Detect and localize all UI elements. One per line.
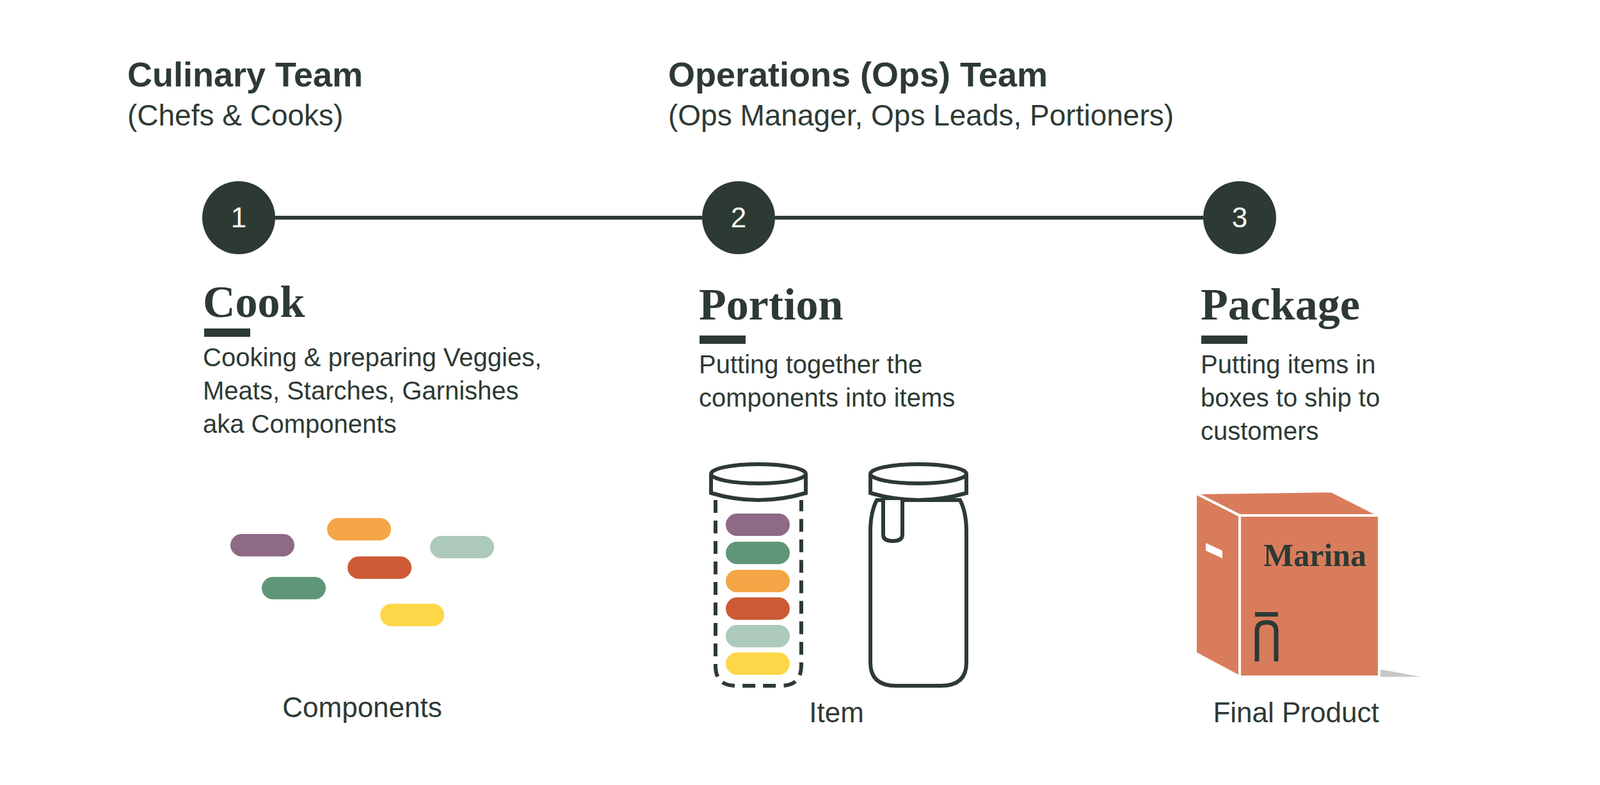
team-heading: Operations (Ops) Team: [668, 53, 1048, 96]
closed-jar: [870, 464, 967, 686]
step-number: 2: [730, 203, 747, 232]
illustration-caption: Item: [808, 695, 864, 730]
step-circle: 1: [202, 181, 276, 255]
illustration-caption: Final Product: [1212, 695, 1379, 730]
step-heading: Package: [1200, 282, 1360, 328]
timeline-connector: [775, 215, 1204, 220]
component-pills: [230, 517, 495, 626]
heading-bar: [1201, 335, 1248, 344]
jar-layers: [725, 513, 790, 675]
team-members: (Chefs & Cooks): [127, 97, 344, 134]
box-brand: Marina: [1263, 538, 1367, 571]
step-heading: Cook: [202, 279, 305, 325]
step-description: Putting together the components into ite…: [698, 347, 1007, 415]
step-number: 1: [231, 203, 247, 232]
heading-bar: [699, 335, 746, 344]
team-heading: Culinary Team: [127, 53, 363, 96]
illustration-caption: Components: [282, 690, 442, 725]
step-circle: 3: [1203, 181, 1277, 255]
team-members: (Ops Manager, Ops Leads, Portioners): [668, 97, 1174, 134]
heading-bar: [204, 328, 251, 337]
step-heading: Portion: [698, 282, 844, 328]
step-description: Putting items in boxes to ship to custom…: [1200, 347, 1419, 448]
timeline-connector: [275, 215, 703, 220]
step-number: 3: [1232, 203, 1248, 232]
shipping-box: [1195, 490, 1421, 677]
step-description: Cooking & preparing Veggies, Meats, Star…: [202, 340, 557, 441]
open-jar: [711, 464, 806, 686]
step-circle: 2: [702, 181, 776, 255]
